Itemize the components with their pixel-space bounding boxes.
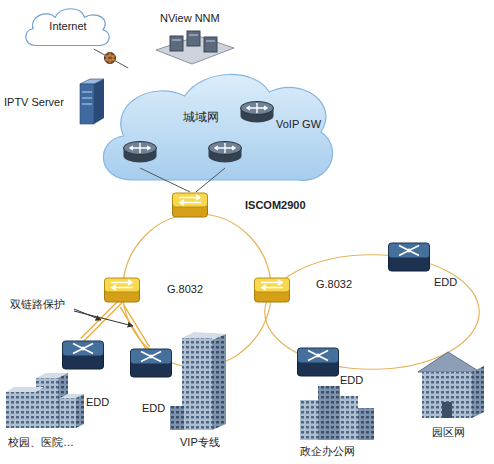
node-label: EDD: [86, 396, 109, 409]
cloud-shape: [103, 74, 332, 180]
building-front: [182, 338, 212, 430]
nms-platform: [156, 36, 234, 64]
node-label: VoIP GW: [276, 118, 321, 131]
node-label: G.8032: [316, 278, 352, 291]
nms-box: [204, 37, 217, 52]
node-label: 城域网: [183, 111, 219, 124]
edd-icon: [131, 349, 172, 377]
ring-network: G.8032: [122, 213, 272, 368]
server-detail: [82, 92, 92, 104]
building-roof: [418, 352, 480, 372]
edd-icon: [63, 341, 104, 369]
device-box: 园区网: [415, 340, 490, 445]
device-box: ISCOM2900: [172, 192, 314, 220]
firewall-disc: [105, 53, 116, 64]
node-label: 政企办公网: [300, 445, 355, 458]
building-roof: [6, 387, 44, 392]
building-front: [318, 386, 340, 440]
park-building: [418, 352, 484, 418]
iptv-server-icon: [80, 79, 104, 124]
node-label: ISCOM2900: [245, 199, 306, 212]
building-front: [340, 396, 358, 440]
node-label: EDD: [434, 276, 457, 289]
nms-box: [187, 31, 200, 46]
building-front: [422, 372, 472, 418]
building-roof: [60, 394, 84, 398]
nms-box: [170, 36, 183, 51]
ring-outline: [264, 254, 480, 370]
cloud-shape: [26, 9, 109, 46]
campus-buildings: [6, 373, 84, 428]
building-side: [212, 334, 226, 430]
node-label: NView NNM: [160, 12, 220, 25]
ring-network: G.8032: [264, 254, 480, 370]
nms-server-icon: [156, 31, 234, 64]
node-label: EDD: [142, 402, 165, 415]
building-annex: [170, 406, 184, 430]
building-side: [472, 366, 484, 418]
switch-icon: [255, 278, 290, 302]
device-box: IPTV Server: [4, 80, 114, 130]
building-front: [36, 378, 58, 428]
device-box: EDD: [128, 348, 180, 418]
building-roof: [36, 373, 68, 378]
device-box: EDD: [58, 340, 114, 412]
office-buildings: [300, 386, 374, 440]
ring-shape: [265, 255, 480, 370]
device-box: NView NNM: [150, 5, 245, 65]
nms-detail: [172, 35, 215, 41]
node-label: VIP专线: [180, 436, 220, 449]
server-side: [94, 79, 104, 124]
device-box: 政企办公网: [290, 385, 380, 460]
building-roof: [182, 332, 226, 340]
building-front: [358, 408, 374, 440]
edd-icon: [389, 243, 430, 271]
node-label: Internet: [49, 20, 86, 33]
building-front: [6, 392, 36, 428]
building-side: [58, 373, 68, 428]
dual-link: [120, 305, 149, 349]
building-side: [76, 394, 84, 428]
leader-line: [74, 311, 133, 326]
node-label: 园区网: [432, 426, 465, 439]
device-box: VIP专线: [168, 332, 243, 452]
vip-tower: [170, 332, 226, 430]
building-front: [60, 398, 76, 428]
node-label: G.8032: [167, 283, 203, 296]
node-label: 校园、医院…: [8, 436, 74, 449]
building-door: [442, 402, 452, 418]
device-box: 校园、医院…: [4, 370, 104, 450]
network-link: [94, 49, 128, 68]
ring-shape: [123, 214, 272, 368]
device-box: VoIP GW: [238, 98, 333, 138]
network-cloud: Internet: [22, 5, 114, 49]
annotation-label: 双链路保护: [10, 298, 65, 311]
dual-link: [81, 298, 124, 341]
node-label: EDD: [340, 374, 363, 387]
leader-line: [74, 309, 101, 320]
server-front: [80, 84, 94, 124]
server-top: [80, 79, 104, 84]
firewall-bricks: [105, 53, 115, 64]
device-box: EDD: [386, 240, 470, 292]
device-box: EDD: [296, 346, 374, 390]
node-label: IPTV Server: [4, 96, 64, 109]
building-front: [300, 400, 318, 440]
firewall-icon: [105, 53, 116, 64]
switch-icon: [105, 278, 140, 302]
